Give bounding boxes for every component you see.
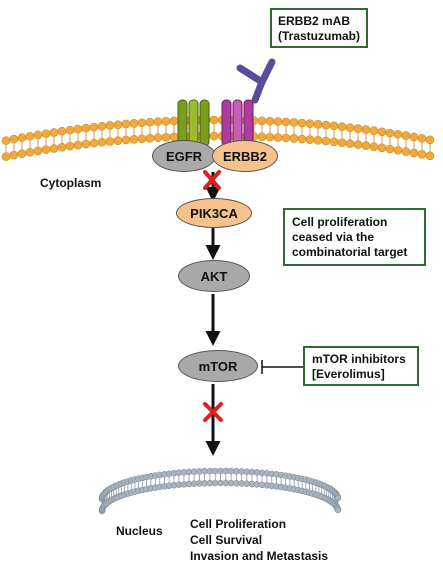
antibody-icon [236,58,276,104]
akt-label: AKT [200,268,228,284]
antibody-box-line1: ERBB2 mAB [278,14,351,28]
outcomes-list: Cell Proliferation Cell Survival Invasio… [190,516,328,564]
erbb2-label: ERBB2 [222,148,268,164]
nucleus-label: Nucleus [116,524,163,538]
antibody-box: ERBB2 mAB (Trastuzumab) [270,8,368,48]
outcome-item: Invasion and Metastasis [190,549,329,563]
mtor-node: mTOR [178,350,258,382]
outcome-item: Cell Survival [190,533,263,547]
inhibitor-box: mTOR inhibitors [Everolimus] [303,346,419,386]
erbb2-node: ERBB2 [212,140,278,172]
inhibitor-box-line1: mTOR inhibitors [312,352,406,366]
block-x-icon [203,402,223,422]
proliferation-box-line1: Cell proliferation [292,215,388,229]
outcome-item: Cell Proliferation [190,517,287,531]
egfr-label: EGFR [165,148,203,164]
proliferation-box: Cell proliferation ceased via the combin… [283,208,426,266]
erbb2-receptor [221,99,254,147]
block-x-icon [203,170,221,190]
cytoplasm-label: Cytoplasm [40,176,102,190]
inhibition-bar-icon [261,360,303,374]
pik3ca-node: PIK3CA [176,198,252,228]
egfr-node: EGFR [152,140,216,172]
nucleus-membrane [98,467,342,515]
pik3ca-label: PIK3CA [190,205,238,221]
akt-node: AKT [178,260,250,292]
inhibitor-box-line2: [Everolimus] [312,367,385,381]
proliferation-box-line2: ceased via the [292,230,375,244]
mtor-label: mTOR [198,358,238,374]
antibody-box-line2: (Trastuzumab) [278,29,361,43]
proliferation-box-line3: combinatorial target [292,245,408,259]
